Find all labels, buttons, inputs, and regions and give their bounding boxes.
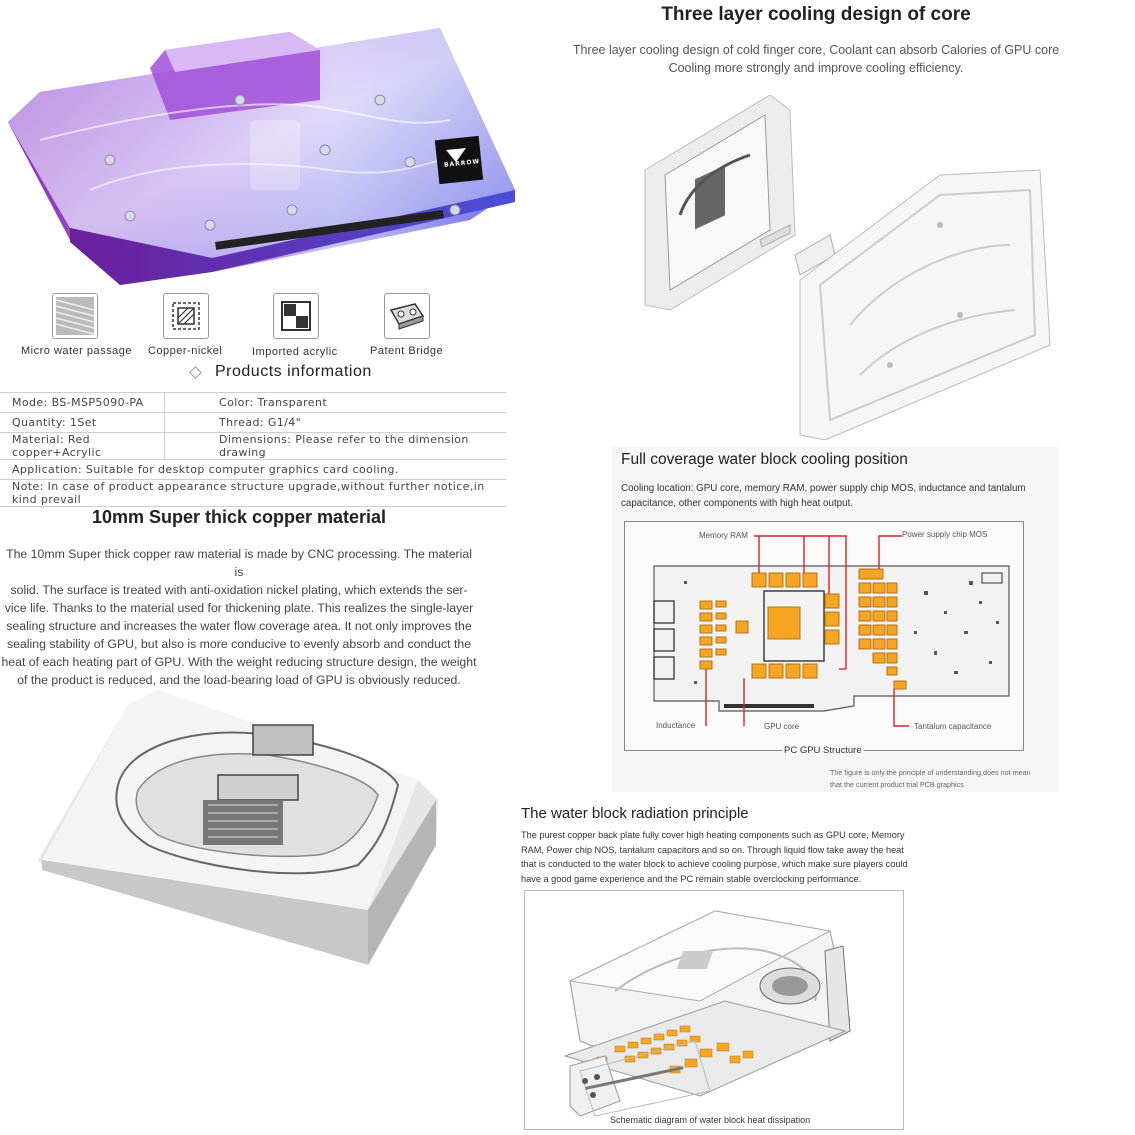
spec-thread: Thread: G1/4" [164, 412, 506, 433]
copper-line: sealing stability of GPU, but also is mo… [6, 637, 472, 651]
product-image-water-block [0, 10, 520, 295]
coverage-desc-line: capacitance, other components with high … [621, 498, 854, 509]
radiation-line: RAM, Power chip NOS, tantalum capacitors… [521, 844, 904, 855]
feature-label-patent-bridge: Patent Bridge [370, 345, 444, 357]
radiation-line: have a good game experience and the PC r… [521, 873, 862, 884]
copper-line: heat of each heating part of GPU. With t… [1, 655, 477, 669]
copper-line: vice life. Thanks to the material used f… [4, 601, 474, 615]
feature-label-copper-nickel: Copper-nickel [148, 345, 223, 357]
spec-application: Application: Suitable for desktop comput… [0, 459, 506, 480]
coverage-note: The figure is only the principle of unde… [830, 767, 1031, 791]
table-row: Quantity: 1Set Thread: G1/4" [0, 412, 506, 433]
spec-mode: Mode: BS-MSP5090-PA [0, 392, 165, 413]
label-tantalum: Tantalum capacitance [914, 722, 992, 731]
diamond-icon [189, 366, 202, 379]
micro-water-passage-icon [52, 293, 98, 339]
table-row: Mode: BS-MSP5090-PA Color: Transparent [0, 392, 506, 413]
radiation-line: The purest copper back plate fully cover… [521, 830, 905, 840]
label-pc-gpu-structure: PC GPU Structure [782, 745, 864, 756]
coverage-title: Full coverage water block cooling positi… [621, 451, 908, 468]
pcb-diagram [624, 521, 1024, 752]
heat-dissipation-caption: Schematic diagram of water block heat di… [607, 1115, 814, 1125]
coverage-note-line: that the current product trial PCB graph… [830, 780, 964, 789]
cooling-core-subtitle-line: Three layer cooling design of cold finge… [572, 43, 1060, 57]
spec-quantity: Quantity: 1Set [0, 412, 165, 433]
copper-line: of the product is reduced, and the load-… [17, 673, 461, 687]
feature-label-imported-acrylic: Imported acrylic [252, 346, 338, 358]
imported-acrylic-icon [273, 293, 319, 339]
coverage-desc: Cooling location: GPU core, memory RAM, … [621, 481, 1026, 511]
copper-nickel-icon [163, 293, 209, 339]
radiation-paragraph: The purest copper back plate fully cover… [521, 828, 908, 886]
copper-paragraph: The 10mm Super thick copper raw material… [0, 545, 478, 689]
label-memory-ram: Memory RAM [699, 531, 748, 540]
label-inductance: Inductance [656, 721, 696, 730]
table-row: Note: In case of product appearance stru… [0, 479, 506, 507]
table-row: Material: Red copper+Acrylic Dimensions:… [0, 432, 506, 460]
spec-note: Note: In case of product appearance stru… [0, 479, 506, 507]
label-power-supply-mos: Power supply chip MOS [902, 530, 988, 539]
coverage-desc-line: Cooling location: GPU core, memory RAM, … [621, 483, 1026, 494]
copper-title: 10mm Super thick copper material [91, 507, 387, 527]
cooling-core-subtitle: Three layer cooling design of cold finge… [560, 41, 1072, 77]
table-row: Application: Suitable for desktop comput… [0, 459, 506, 480]
label-gpu-core: GPU core [764, 722, 800, 731]
spec-material: Material: Red copper+Acrylic [0, 432, 165, 460]
copper-line: solid. The surface is treated with anti-… [10, 583, 468, 597]
coverage-note-line: The figure is only the principle of unde… [830, 768, 1031, 777]
copper-line: sealing structure and increases the wate… [6, 619, 472, 633]
copper-plate-image [38, 685, 443, 970]
spec-dimensions: Dimensions: Please refer to the dimensio… [164, 432, 506, 460]
cooling-core-title: Three layer cooling design of core [661, 4, 971, 25]
radiation-line: that is conducted to the water block to … [521, 859, 908, 869]
spec-color: Color: Transparent [164, 392, 506, 413]
products-info-title: Products information [215, 363, 372, 380]
exploded-view-image [640, 94, 1055, 441]
radiation-title: The water block radiation principle [521, 805, 749, 822]
copper-line: The 10mm Super thick copper raw material… [6, 547, 472, 579]
cooling-core-subtitle-line: Cooling more strongly and improve coolin… [668, 61, 964, 75]
patent-bridge-icon [384, 293, 430, 339]
heat-dissipation-diagram [524, 890, 904, 1130]
feature-label-micro-water: Micro water passage [21, 345, 132, 357]
products-info-table: Mode: BS-MSP5090-PA Color: Transparent Q… [0, 392, 506, 507]
